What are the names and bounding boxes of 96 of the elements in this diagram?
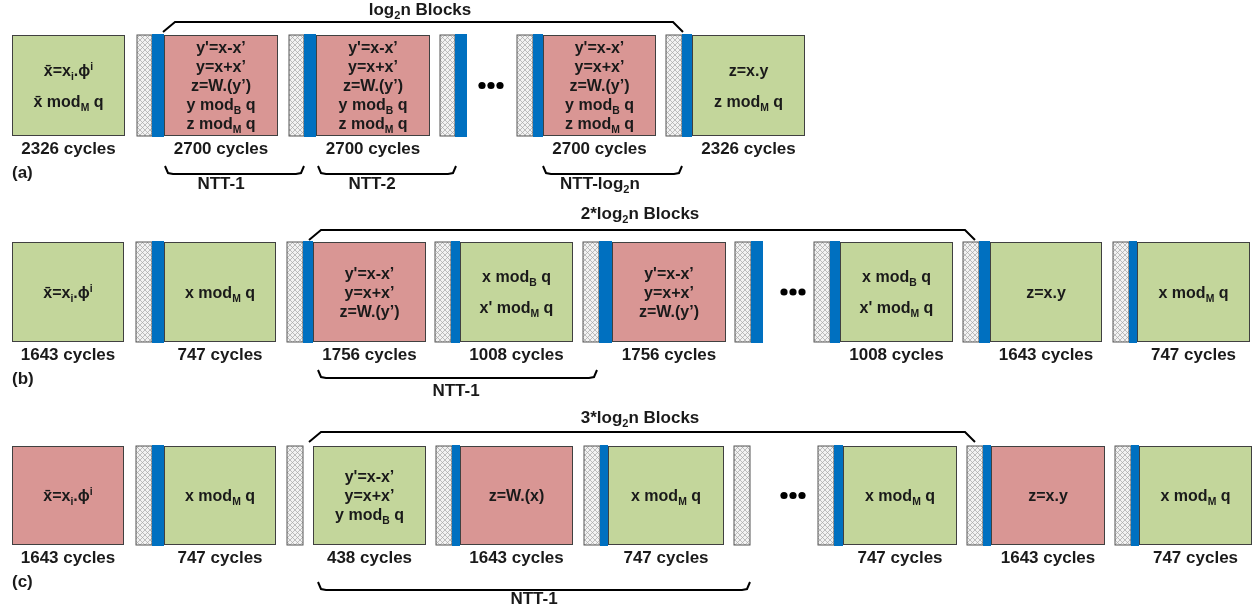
process-box bbox=[612, 242, 726, 342]
process-box bbox=[692, 35, 805, 136]
formula-text: y=x+x’ bbox=[348, 57, 398, 76]
cycle-count: 1643 cycles bbox=[1000, 548, 1096, 568]
bracket-label: NTT-log$_{2}$n bbox=[560, 174, 640, 194]
process-box bbox=[313, 446, 426, 545]
process-box bbox=[12, 242, 124, 342]
panel-label: (c) bbox=[12, 572, 33, 592]
bracket-label: 2*log$_{2}$n Blocks bbox=[580, 204, 700, 224]
formula-text: x mod$_{M}$ q bbox=[1160, 486, 1231, 505]
bracket-label: log$_{2}$n Blocks bbox=[368, 0, 472, 20]
formula-text: y'=x-x’ bbox=[344, 467, 395, 486]
cycle-count: 1756 cycles bbox=[322, 345, 417, 365]
cycle-count: 438 cycles bbox=[326, 548, 413, 568]
bracket-label: NTT-1 bbox=[197, 174, 245, 194]
formula-text: x mod$_{M}$ q bbox=[185, 486, 255, 505]
formula-text: y mod$_{B}$ q bbox=[186, 95, 256, 114]
formula-text: x̄=x$_{i}$.ϕ$^{i}$ bbox=[43, 60, 94, 80]
formula-text: x̄=x$_{i}$.ϕ$^{i}$ bbox=[43, 486, 93, 505]
cycle-count: 2700 cycles bbox=[325, 139, 421, 159]
process-box bbox=[1137, 242, 1250, 342]
formula-text: y=x+x’ bbox=[344, 486, 395, 505]
process-box bbox=[608, 446, 724, 545]
process-box bbox=[991, 446, 1105, 545]
cycle-count: 2326 cycles bbox=[21, 139, 116, 159]
formula-text: y=x+x’ bbox=[644, 282, 694, 302]
panel-label: (b) bbox=[12, 369, 34, 389]
formula-text: y'=x-x’ bbox=[644, 263, 694, 283]
formula-text: z=W.(y’) bbox=[639, 301, 699, 321]
formula-text: z=W.(x) bbox=[488, 486, 545, 505]
formula-text: y'=x-x’ bbox=[348, 38, 398, 57]
process-box bbox=[460, 446, 573, 545]
process-box bbox=[460, 242, 573, 342]
formula-text: z mod$_{M}$ q bbox=[564, 114, 635, 133]
process-box bbox=[1139, 446, 1252, 545]
formula-text: z=W.(y’) bbox=[343, 76, 403, 95]
formula-text: z=W.(y’) bbox=[569, 76, 630, 95]
process-box bbox=[12, 35, 125, 136]
process-box bbox=[843, 446, 957, 545]
cycle-count: 747 cycles bbox=[177, 548, 263, 568]
bracket-label: NTT-2 bbox=[348, 174, 396, 194]
cycle-count: 2326 cycles bbox=[701, 139, 796, 159]
cycle-count: 1008 cycles bbox=[469, 345, 564, 365]
process-box bbox=[164, 35, 278, 136]
formula-text: x̄ mod$_{M}$ q bbox=[33, 91, 104, 111]
process-box bbox=[12, 446, 124, 545]
formula-text: y=x+x’ bbox=[574, 57, 625, 76]
formula-text: x mod$_{B}$ q bbox=[862, 267, 931, 286]
cycle-count: 747 cycles bbox=[1150, 345, 1237, 365]
formula-text: z=W.(y’) bbox=[339, 301, 400, 321]
formula-text: x mod$_{M}$ q bbox=[865, 486, 935, 505]
formula-text: x' mod$_{M}$ q bbox=[479, 298, 554, 317]
cycle-count: 1643 cycles bbox=[20, 345, 116, 365]
panel-label: (a) bbox=[12, 163, 33, 183]
cycle-count: 1756 cycles bbox=[621, 345, 717, 365]
formula-text: y'=x-x’ bbox=[196, 38, 246, 57]
bracket-label: NTT-1 bbox=[510, 589, 558, 607]
process-box bbox=[990, 242, 1102, 342]
formula-text: z=W.(y’) bbox=[191, 76, 251, 95]
cycle-count: 747 cycles bbox=[177, 345, 263, 365]
formula-text: y mod$_{B}$ q bbox=[335, 505, 404, 524]
cycle-count: 2700 cycles bbox=[552, 139, 647, 159]
process-box bbox=[164, 446, 276, 545]
formula-text: z=x.y bbox=[1028, 486, 1068, 505]
process-box bbox=[840, 242, 953, 342]
process-box bbox=[164, 242, 276, 342]
formula-text: x̄=x$_{i}$.ϕ$^{i}$ bbox=[43, 282, 93, 302]
cycle-count: 747 cycles bbox=[623, 548, 709, 568]
process-box bbox=[316, 35, 430, 136]
formula-text: z=x.y bbox=[1026, 282, 1066, 302]
formula-text: y mod$_{B}$ q bbox=[338, 95, 408, 114]
formula-text: z mod$_{M}$ q bbox=[186, 114, 256, 133]
formula-text: y'=x-x’ bbox=[344, 263, 395, 283]
formula-text: x' mod$_{M}$ q bbox=[859, 298, 934, 317]
formula-text: z mod$_{M}$ q bbox=[338, 114, 408, 133]
formula-text: x mod$_{M}$ q bbox=[631, 486, 701, 505]
bracket-label: 3*log$_{2}$n Blocks bbox=[580, 408, 700, 428]
cycle-count: 747 cycles bbox=[857, 548, 943, 568]
bracket-label: NTT-1 bbox=[432, 381, 480, 401]
formula-text: z=x.y bbox=[728, 60, 769, 80]
cycle-count: 1643 cycles bbox=[469, 548, 564, 568]
formula-text: y=x+x’ bbox=[196, 57, 246, 76]
cycle-count: 747 cycles bbox=[1152, 548, 1239, 568]
cycle-count: 1008 cycles bbox=[849, 345, 944, 365]
cycle-count: 1643 cycles bbox=[20, 548, 116, 568]
formula-text: y'=x-x’ bbox=[574, 38, 625, 57]
cycle-count: 1643 cycles bbox=[998, 345, 1094, 365]
process-box bbox=[543, 35, 656, 136]
formula-text: y mod$_{B}$ q bbox=[565, 95, 634, 114]
process-box bbox=[313, 242, 426, 342]
cycle-count: 2700 cycles bbox=[173, 139, 269, 159]
formula-text: x mod$_{M}$ q bbox=[1158, 282, 1229, 302]
formula-text: y=x+x’ bbox=[344, 282, 395, 302]
formula-text: z mod$_{M}$ q bbox=[713, 91, 784, 111]
formula-text: x mod$_{B}$ q bbox=[482, 267, 551, 286]
formula-text: x mod$_{M}$ q bbox=[185, 282, 255, 302]
